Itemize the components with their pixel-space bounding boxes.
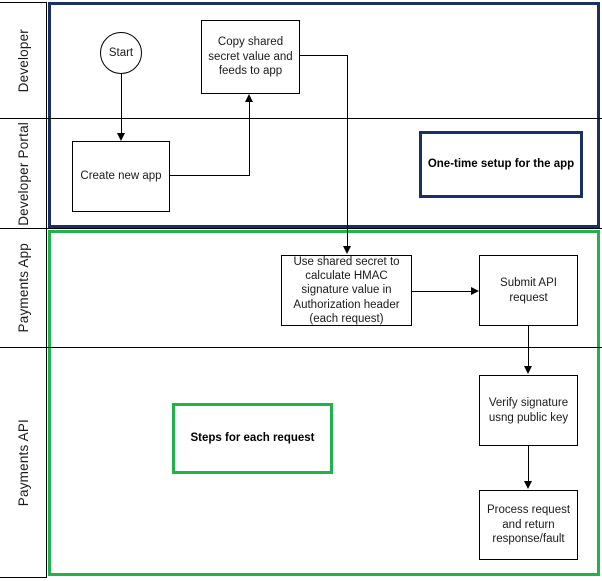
legend-one-time-setup: One-time setup for the app <box>419 131 583 198</box>
legend-each-request-label: Steps for each request <box>190 432 315 445</box>
lane-label-payments-api: Payments API <box>0 347 47 578</box>
lane-label-developer: Developer <box>0 2 47 118</box>
node-create-app[interactable]: Create new app <box>72 141 170 212</box>
lane-label-payments-app: Payments App <box>0 228 47 347</box>
edge-hmac-to-submit-line <box>412 291 472 292</box>
edge-hmac-to-submit-arrowhead <box>471 286 479 295</box>
legend-one-time-setup-label: One-time setup for the app <box>427 158 575 171</box>
edge-create-app-to-copy-secret-vertical <box>249 102 250 176</box>
edge-submit-to-verify-line <box>528 326 529 366</box>
node-submit-request-label: Submit API request <box>500 277 557 304</box>
lane-divider-developer-portal <box>47 118 602 119</box>
node-verify-signature[interactable]: Verify signature usng public key <box>479 375 578 446</box>
lane-label-developer-text: Developer <box>15 28 31 93</box>
group-outline-each-request <box>48 230 600 576</box>
node-process-request[interactable]: Process request and return response/faul… <box>479 490 578 560</box>
lane-divider-payments-api <box>47 347 602 348</box>
lane-label-developer-portal: Developer Portal <box>0 118 47 228</box>
edge-submit-to-verify-arrowhead <box>523 366 532 374</box>
lane-label-developer-portal-text: Developer Portal <box>15 121 31 226</box>
node-submit-request[interactable]: Submit API request <box>479 255 578 326</box>
edge-create-app-to-copy-secret-arrowhead <box>244 94 253 102</box>
edge-start-to-create-app-line <box>121 74 122 134</box>
node-start-label: Start <box>108 46 134 59</box>
node-copy-secret-label: Copy shared secret value and feeds to ap… <box>208 36 293 78</box>
edge-start-to-create-app-arrowhead <box>116 133 125 141</box>
node-calculate-hmac[interactable]: Use shared secret to calculate HMAC sign… <box>281 255 412 326</box>
lane-label-payments-app-text: Payments App <box>15 243 31 333</box>
node-verify-signature-label: Verify signature usng public key <box>488 397 569 424</box>
edge-copy-secret-to-hmac-horizontal <box>300 55 348 56</box>
edge-create-app-to-copy-secret-horizontal <box>170 175 250 176</box>
node-start[interactable]: Start <box>100 32 142 74</box>
node-process-request-label: Process request and return response/faul… <box>486 504 571 546</box>
lane-divider-payments-app <box>47 228 602 229</box>
node-copy-secret[interactable]: Copy shared secret value and feeds to ap… <box>201 20 300 94</box>
edge-copy-secret-to-hmac-vertical <box>347 55 348 246</box>
node-create-app-label: Create new app <box>80 170 162 183</box>
node-calculate-hmac-label: Use shared secret to calculate HMAC sign… <box>293 255 400 326</box>
legend-each-request: Steps for each request <box>172 403 333 474</box>
edge-verify-to-process-line <box>528 446 529 481</box>
group-outline-one-time-setup <box>48 2 600 228</box>
edge-verify-to-process-arrowhead <box>523 481 532 489</box>
edge-copy-secret-to-hmac-arrowhead <box>342 246 351 254</box>
lane-label-payments-api-text: Payments API <box>15 418 31 507</box>
